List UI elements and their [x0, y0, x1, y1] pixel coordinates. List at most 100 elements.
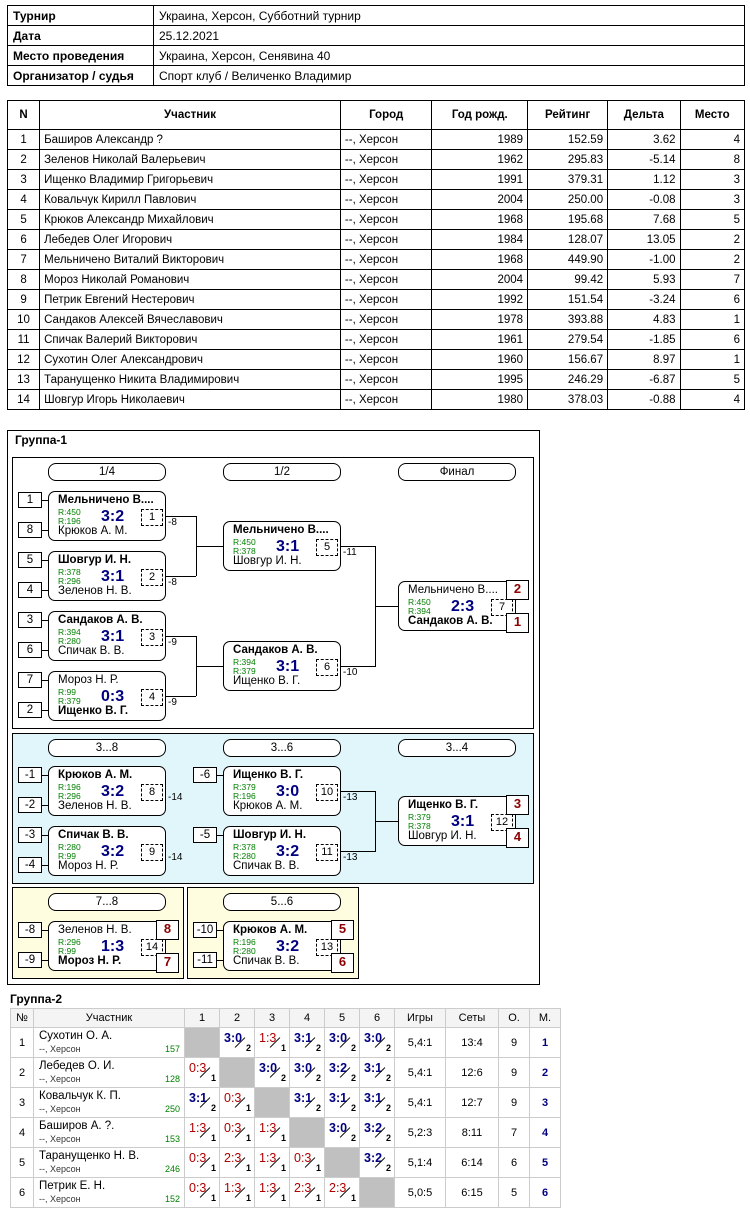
table-cell: 1995 — [431, 369, 529, 390]
seed-box: -11 — [193, 952, 217, 968]
table-cell: -0.08 — [607, 189, 681, 210]
table-cell: 2004 — [431, 189, 529, 210]
player1-name: Сандаков А. В. — [58, 614, 143, 626]
player1-name: Ищенко В. Г. — [408, 799, 479, 811]
row-number: 5 — [10, 1147, 34, 1178]
seed-box: -4 — [18, 857, 42, 873]
game-points: 2 — [350, 1133, 356, 1143]
game-points: 1 — [210, 1073, 216, 1083]
participant-rating: 250 — [164, 1104, 180, 1114]
table-cell: 6 — [679, 329, 745, 350]
player1-rating: R:450 — [408, 597, 431, 607]
table-cell: 13 — [6, 369, 41, 390]
game-score: 3:1 — [189, 1091, 208, 1105]
table-cell: 5 — [6, 209, 41, 230]
match-number: 12 — [491, 814, 513, 831]
table-cell: 295.83 — [527, 149, 609, 170]
player1-name: Зеленов Н. В. — [58, 924, 132, 936]
table-cell: 378.03 — [527, 389, 609, 410]
table-cell: 128.07 — [527, 229, 609, 250]
table-cell: Мельничено Виталий Викторович — [39, 249, 341, 270]
player2-rating: R:99 — [58, 946, 76, 956]
bracket-line — [42, 680, 48, 681]
table-cell: --, Херсон — [339, 289, 433, 310]
info-value: Спорт клуб / Величенко Владимир — [153, 65, 745, 86]
final-place: 3 — [529, 1087, 561, 1118]
score-cell — [359, 1177, 395, 1208]
table-cell: Ковальчук Кирилл Павлович — [39, 189, 341, 210]
table-cell: 156.67 — [527, 349, 609, 370]
match-score: 3:1 — [451, 813, 475, 830]
group1-title: Группа-1 — [15, 433, 68, 447]
table-cell: --, Херсон — [339, 249, 433, 270]
diagonal-cell — [185, 1028, 219, 1057]
match-number: 1 — [141, 509, 163, 526]
player2-name: Шовгур И. Н. — [233, 555, 302, 567]
game-points: 2 — [350, 1103, 356, 1113]
player1-name: Сандаков А. В. — [233, 644, 318, 656]
game-points: 1 — [350, 1193, 356, 1203]
bracket-line — [42, 560, 48, 561]
loser-destination: -13 — [343, 792, 358, 803]
table-cell: --, Херсон — [339, 129, 433, 150]
match-score: 2:3 — [451, 598, 475, 615]
match-number: 13 — [316, 939, 338, 956]
score-cell — [324, 1147, 360, 1178]
bracket-line — [341, 851, 375, 852]
participant-city: --, Херсон — [39, 1044, 81, 1054]
player2-rating: R:378 — [408, 821, 431, 831]
seed-box: -9 — [18, 952, 42, 968]
sets-total: 13:4 — [445, 1027, 499, 1058]
player1-name: Мельничено В.... — [58, 494, 154, 506]
player1-rating: R:99 — [58, 687, 76, 697]
game-score: 1:3 — [259, 1121, 277, 1135]
player2-name: Зеленов Н. В. — [58, 585, 132, 597]
col-header: Участник — [39, 100, 341, 130]
player1-name: Мельничено В.... — [233, 524, 329, 536]
participant-rating: 128 — [164, 1074, 180, 1084]
game-score: 3:0 — [259, 1061, 278, 1075]
loser-destination: -9 — [168, 637, 177, 648]
table-cell: 11 — [6, 329, 41, 350]
game-points: 2 — [350, 1073, 356, 1083]
table-cell: Зеленов Николай Валерьевич — [39, 149, 341, 170]
table-cell: Сухотин Олег Александрович — [39, 349, 341, 370]
game-score: 0:3 — [224, 1091, 242, 1105]
diagonal-cell — [220, 1058, 254, 1087]
final-place: 4 — [529, 1117, 561, 1148]
game-score: 1:3 — [259, 1031, 277, 1045]
table-cell: 151.54 — [527, 289, 609, 310]
bracket-line — [217, 930, 223, 931]
col-header: 6 — [359, 1008, 395, 1028]
game-score: 3:0 — [364, 1031, 383, 1045]
